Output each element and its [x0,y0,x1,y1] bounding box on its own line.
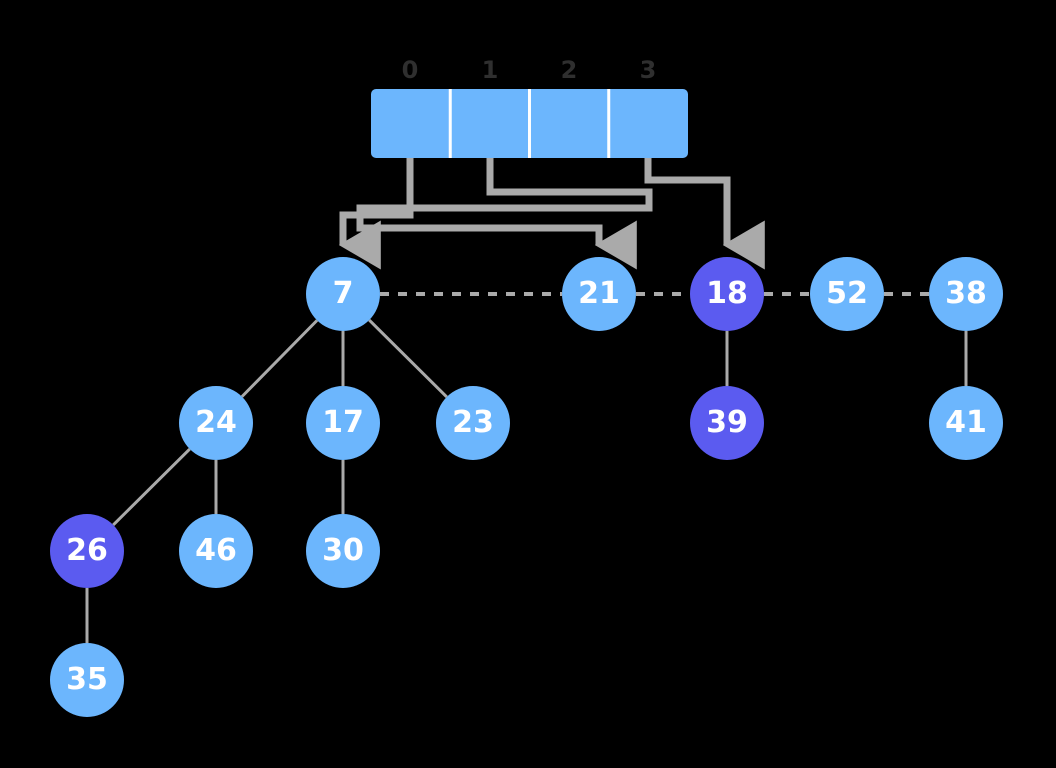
tree-node-52[interactable]: 52 [810,257,884,331]
tree-node-26[interactable]: 26 [50,514,124,588]
array-index-label-0: 0 [401,56,419,84]
tree-edge-n7-n24 [240,319,319,398]
array-index-label-1: 1 [481,56,499,84]
tree-edge-group [85,318,968,643]
bucket-pointer-3-to-n18 [644,158,765,270]
bucket-pointer-0-to-n7 [338,158,414,270]
array-graphic-group [371,89,688,158]
tree-node-46[interactable]: 46 [179,514,253,588]
tree-node-23[interactable]: 23 [436,386,510,460]
bucket-pointer-1-to-n21 [356,158,653,270]
tree-node-24[interactable]: 24 [179,386,253,460]
tree-edge-n7-n23 [368,318,448,399]
tree-edge-n24-n26 [112,447,191,527]
tree-node-38[interactable]: 38 [929,257,1003,331]
tree-node-35[interactable]: 35 [50,643,124,717]
tree-node-7[interactable]: 7 [306,257,380,331]
tree-node-39[interactable]: 39 [690,386,764,460]
tree-node-21[interactable]: 21 [562,257,636,331]
tree-node-17[interactable]: 17 [306,386,380,460]
array-index-label-2: 2 [560,56,578,84]
tree-node-30[interactable]: 30 [306,514,380,588]
bucket-pointer-group [338,158,765,270]
tree-node-18[interactable]: 18 [690,257,764,331]
array-index-label-3: 3 [639,56,657,84]
tree-node-41[interactable]: 41 [929,386,1003,460]
